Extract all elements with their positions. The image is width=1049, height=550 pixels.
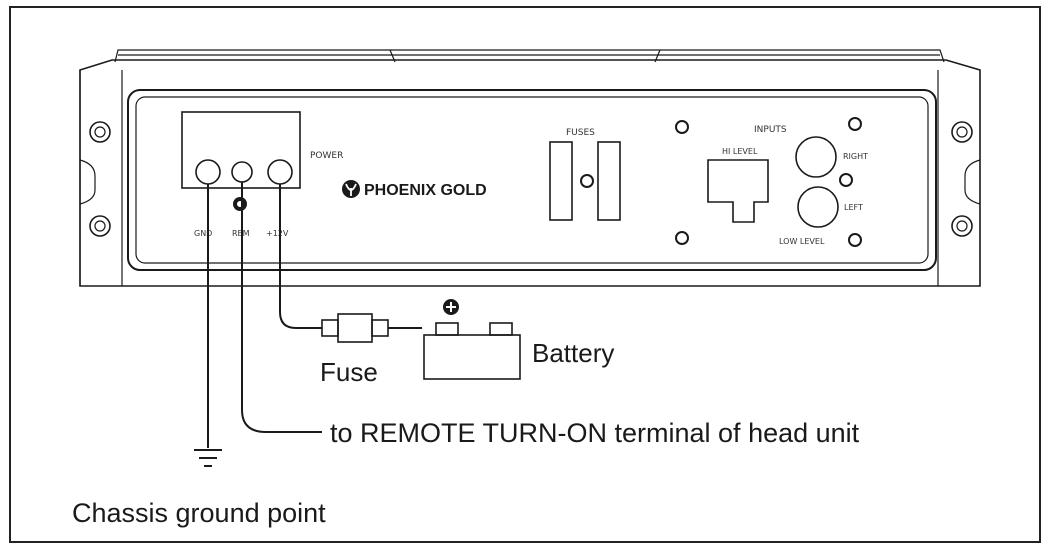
fuse-slot-right [597, 141, 621, 221]
left-label: LEFT [844, 203, 863, 212]
ground-symbol-icon [194, 449, 222, 467]
mount-screw-icon [89, 215, 111, 237]
terminal-label-12v: +12V [266, 229, 289, 238]
phoenix-logo-icon [342, 180, 360, 198]
mount-screw-icon [951, 121, 973, 143]
battery-label: Battery [532, 338, 614, 368]
panel-screw-icon [675, 231, 689, 245]
rca-left-jack [797, 186, 839, 228]
power-label: POWER [310, 151, 343, 161]
remote-wire [241, 182, 322, 433]
wiring [194, 182, 521, 467]
power-wire [279, 184, 322, 329]
low-level-label: LOW LEVEL [779, 237, 825, 246]
remote-label: to REMOTE TURN-ON terminal of head unit [330, 418, 860, 448]
brand-name: PHOENIX GOLD [364, 182, 487, 199]
plus-terminal-icon [443, 299, 459, 315]
fuse-slot-left [549, 141, 573, 221]
mount-screw-icon [951, 215, 973, 237]
fuse-label: Fuse [320, 357, 378, 387]
hi-level-label: HI LEVEL [722, 147, 758, 156]
panel-screw-icon [848, 117, 862, 131]
inputs-label: INPUTS [754, 125, 787, 135]
panel-screw-icon [848, 233, 862, 247]
battery [423, 322, 521, 380]
ground-label: Chassis ground point [72, 498, 326, 528]
panel-screw-icon [839, 173, 853, 187]
terminal-label-rem: REM [232, 229, 250, 238]
hi-level-connector [707, 159, 769, 223]
panel-screw-icon [675, 120, 689, 134]
terminal-label-gnd: GND [194, 229, 212, 238]
right-label: RIGHT [843, 152, 868, 161]
fuses-label: FUSES [566, 128, 595, 138]
diagram-frame [9, 6, 1041, 543]
fuse-screw-icon [580, 174, 594, 188]
rca-right-jack [795, 136, 837, 178]
mount-screw-icon [89, 121, 111, 143]
